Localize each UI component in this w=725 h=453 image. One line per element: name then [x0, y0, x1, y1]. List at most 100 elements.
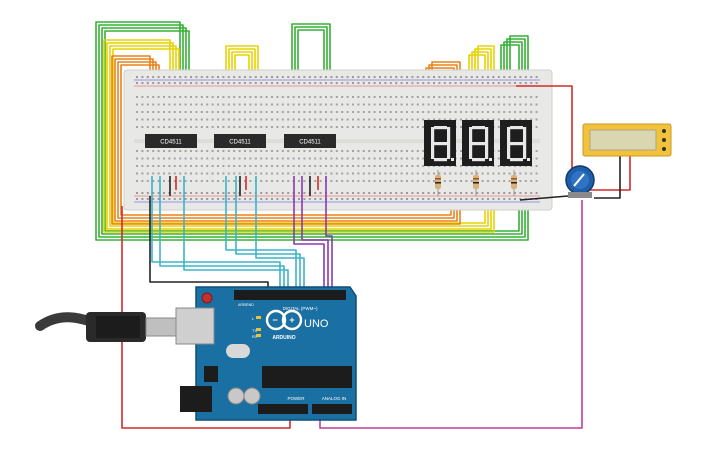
voltage-regulator — [204, 366, 218, 382]
display-2-dot — [489, 158, 492, 161]
potentiometer-indicator — [573, 173, 585, 187]
potentiometer[interactable] — [565, 165, 595, 198]
cyan-wire-signal[interactable] — [255, 176, 305, 292]
display-2-segment — [485, 127, 489, 143]
purple-wire-signal[interactable] — [325, 176, 333, 292]
lcd-module[interactable] — [582, 123, 672, 157]
display-1[interactable] — [424, 120, 456, 166]
arduino-uno[interactable]: − + UNO ARDUINO DIGITAL (PWM~) POWER ANA… — [175, 286, 357, 421]
green-wire-loop[interactable] — [101, 27, 523, 235]
display-3-segment — [510, 142, 523, 146]
display-2-segment — [485, 143, 489, 159]
cyan-wire-signal[interactable] — [159, 176, 285, 292]
display-2-segment — [472, 126, 485, 130]
display-3-segment — [510, 158, 523, 162]
chip-2-body — [214, 134, 266, 148]
usb-cable[interactable] — [35, 312, 177, 342]
orange-wire-loop[interactable] — [114, 58, 458, 222]
arduino-logo-right — [281, 309, 303, 331]
display-1-segment — [431, 127, 435, 143]
capacitor-1 — [227, 387, 245, 405]
green-wire-loop[interactable] — [98, 24, 526, 238]
cyan-wire-signal[interactable] — [235, 176, 301, 292]
display-1-segment — [434, 158, 447, 162]
chip-1-body — [145, 134, 197, 148]
cyan-wire-signal[interactable] — [183, 176, 289, 292]
arduino-logo-plus: + — [289, 315, 294, 325]
green-wire-top[interactable] — [291, 23, 331, 96]
purple-wire-signal[interactable] — [293, 176, 325, 292]
reset-button[interactable] — [201, 292, 213, 304]
arduino-brand-text: ARDUINO — [272, 335, 295, 341]
seven-segment-displays[interactable] — [424, 120, 532, 166]
aref-label: AREF — [238, 303, 247, 307]
orange-wire-loop[interactable] — [117, 61, 455, 219]
display-1-segment — [434, 126, 447, 130]
power-label: POWER — [287, 396, 305, 401]
resistors — [435, 170, 517, 196]
breadboard[interactable]: CD4511 CD4511 CD4511 — [123, 69, 553, 211]
l-led — [256, 316, 261, 319]
tx-label: TX — [252, 328, 257, 333]
display-2-segment — [472, 142, 485, 146]
display-2[interactable] — [462, 120, 494, 166]
potentiometer-base — [568, 192, 592, 198]
arduino-model-text: UNO — [304, 318, 329, 330]
display-3-segment — [523, 143, 527, 159]
lcd-pin-3[interactable] — [662, 147, 666, 151]
display-1-segment — [447, 127, 451, 143]
atmega-chip — [262, 366, 352, 388]
chip-2-label: CD4511 — [229, 140, 251, 146]
display-3-segment — [507, 127, 511, 143]
display-3-segment — [523, 127, 527, 143]
cyan-wire-signal[interactable] — [151, 176, 281, 292]
arduino-logo-left — [265, 309, 287, 331]
rx-label: RX — [252, 334, 258, 339]
power-jack[interactable] — [180, 386, 212, 412]
display-2-segment — [469, 143, 473, 159]
display-3-segment — [510, 126, 523, 130]
breadboard-holes — [136, 76, 538, 200]
power-header[interactable] — [258, 404, 308, 414]
green-wire-top[interactable] — [297, 29, 325, 96]
chip-1-label: CD4511 — [160, 140, 182, 146]
lcd-screen — [589, 129, 657, 151]
digital-header[interactable] — [234, 290, 346, 300]
arduino-logo-minus: − — [272, 315, 277, 325]
analog-header[interactable] — [312, 404, 352, 414]
display-1-segment — [447, 143, 451, 159]
lcd-pin-1[interactable] — [662, 129, 666, 133]
yellow-wire-loop[interactable] — [109, 45, 489, 227]
breadboard-center-channel — [134, 139, 540, 143]
usb-port[interactable] — [175, 307, 215, 345]
capacitor-2 — [243, 387, 261, 405]
chip-3-body — [284, 134, 336, 148]
orange-wire-loop[interactable] — [111, 55, 461, 225]
chip-1[interactable]: CD4511 — [145, 134, 197, 148]
purple-wire-signal[interactable] — [301, 176, 329, 292]
display-1-segment — [431, 143, 435, 159]
gnd-label: GND — [246, 303, 254, 307]
black-wire-lcd[interactable] — [594, 150, 621, 199]
usb-plug-metal — [145, 317, 177, 337]
chip-3-label: CD4511 — [299, 140, 321, 146]
black-wire-pot[interactable] — [519, 195, 569, 201]
display-3-dot — [527, 158, 530, 161]
green-wire-loop[interactable] — [104, 30, 520, 232]
lcd-pin-2[interactable] — [662, 138, 666, 142]
l-label: L — [252, 316, 255, 321]
yellow-wire-loop[interactable] — [106, 42, 492, 230]
display-3[interactable] — [500, 120, 532, 166]
chip-3[interactable]: CD4511 — [284, 134, 336, 148]
green-wire-top[interactable] — [294, 26, 328, 96]
cyan-wire-signal[interactable] — [225, 176, 297, 292]
display-3-segment — [507, 143, 511, 159]
yellow-wire-loop[interactable] — [103, 39, 495, 233]
display-2-segment — [472, 158, 485, 162]
display-1-segment — [434, 142, 447, 146]
chip-2[interactable]: CD4511 — [214, 134, 266, 148]
tx-led — [256, 328, 261, 331]
yellow-wire-loop[interactable] — [112, 48, 486, 224]
usb-plug-grip — [96, 316, 140, 338]
